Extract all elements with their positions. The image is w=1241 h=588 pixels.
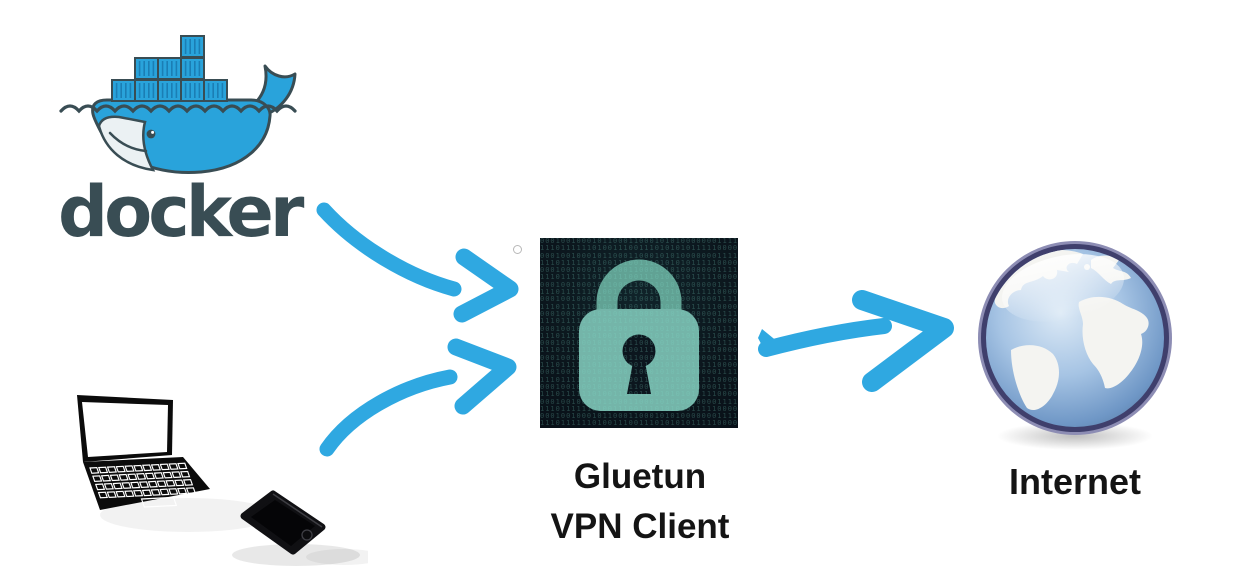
arrow-gluetun-to-internet [758,290,954,392]
arrow-docker-to-gluetun [316,202,519,323]
binary-texture: 0001001000101100011000101010000000111101… [540,238,738,428]
arrow-devices-to-gluetun [319,338,517,457]
internet-label: Internet [1008,461,1141,502]
gluetun-node: 0001001000101100011000101010000000111101… [540,238,738,428]
docker-whale-logo-icon [59,35,297,175]
laptop-icon [77,395,210,510]
globe-shadow [997,422,1153,450]
dot-marker [513,245,522,254]
binary-padlock-icon [579,259,699,411]
gluetun-label-line1: Gluetun [573,457,707,496]
internet-globe-icon [978,241,1172,450]
phone-home-button [301,529,313,541]
phone-shadow [232,544,360,566]
container-stack-icon [111,35,228,102]
keyhole [622,334,656,368]
client-devices [77,395,368,566]
gluetun-label-line2: VPN Client [550,507,730,546]
smartphone-icon [240,490,326,555]
gluetun-label: Gluetun VPN Client [518,452,762,552]
docker-wordmark: docker [58,171,304,253]
